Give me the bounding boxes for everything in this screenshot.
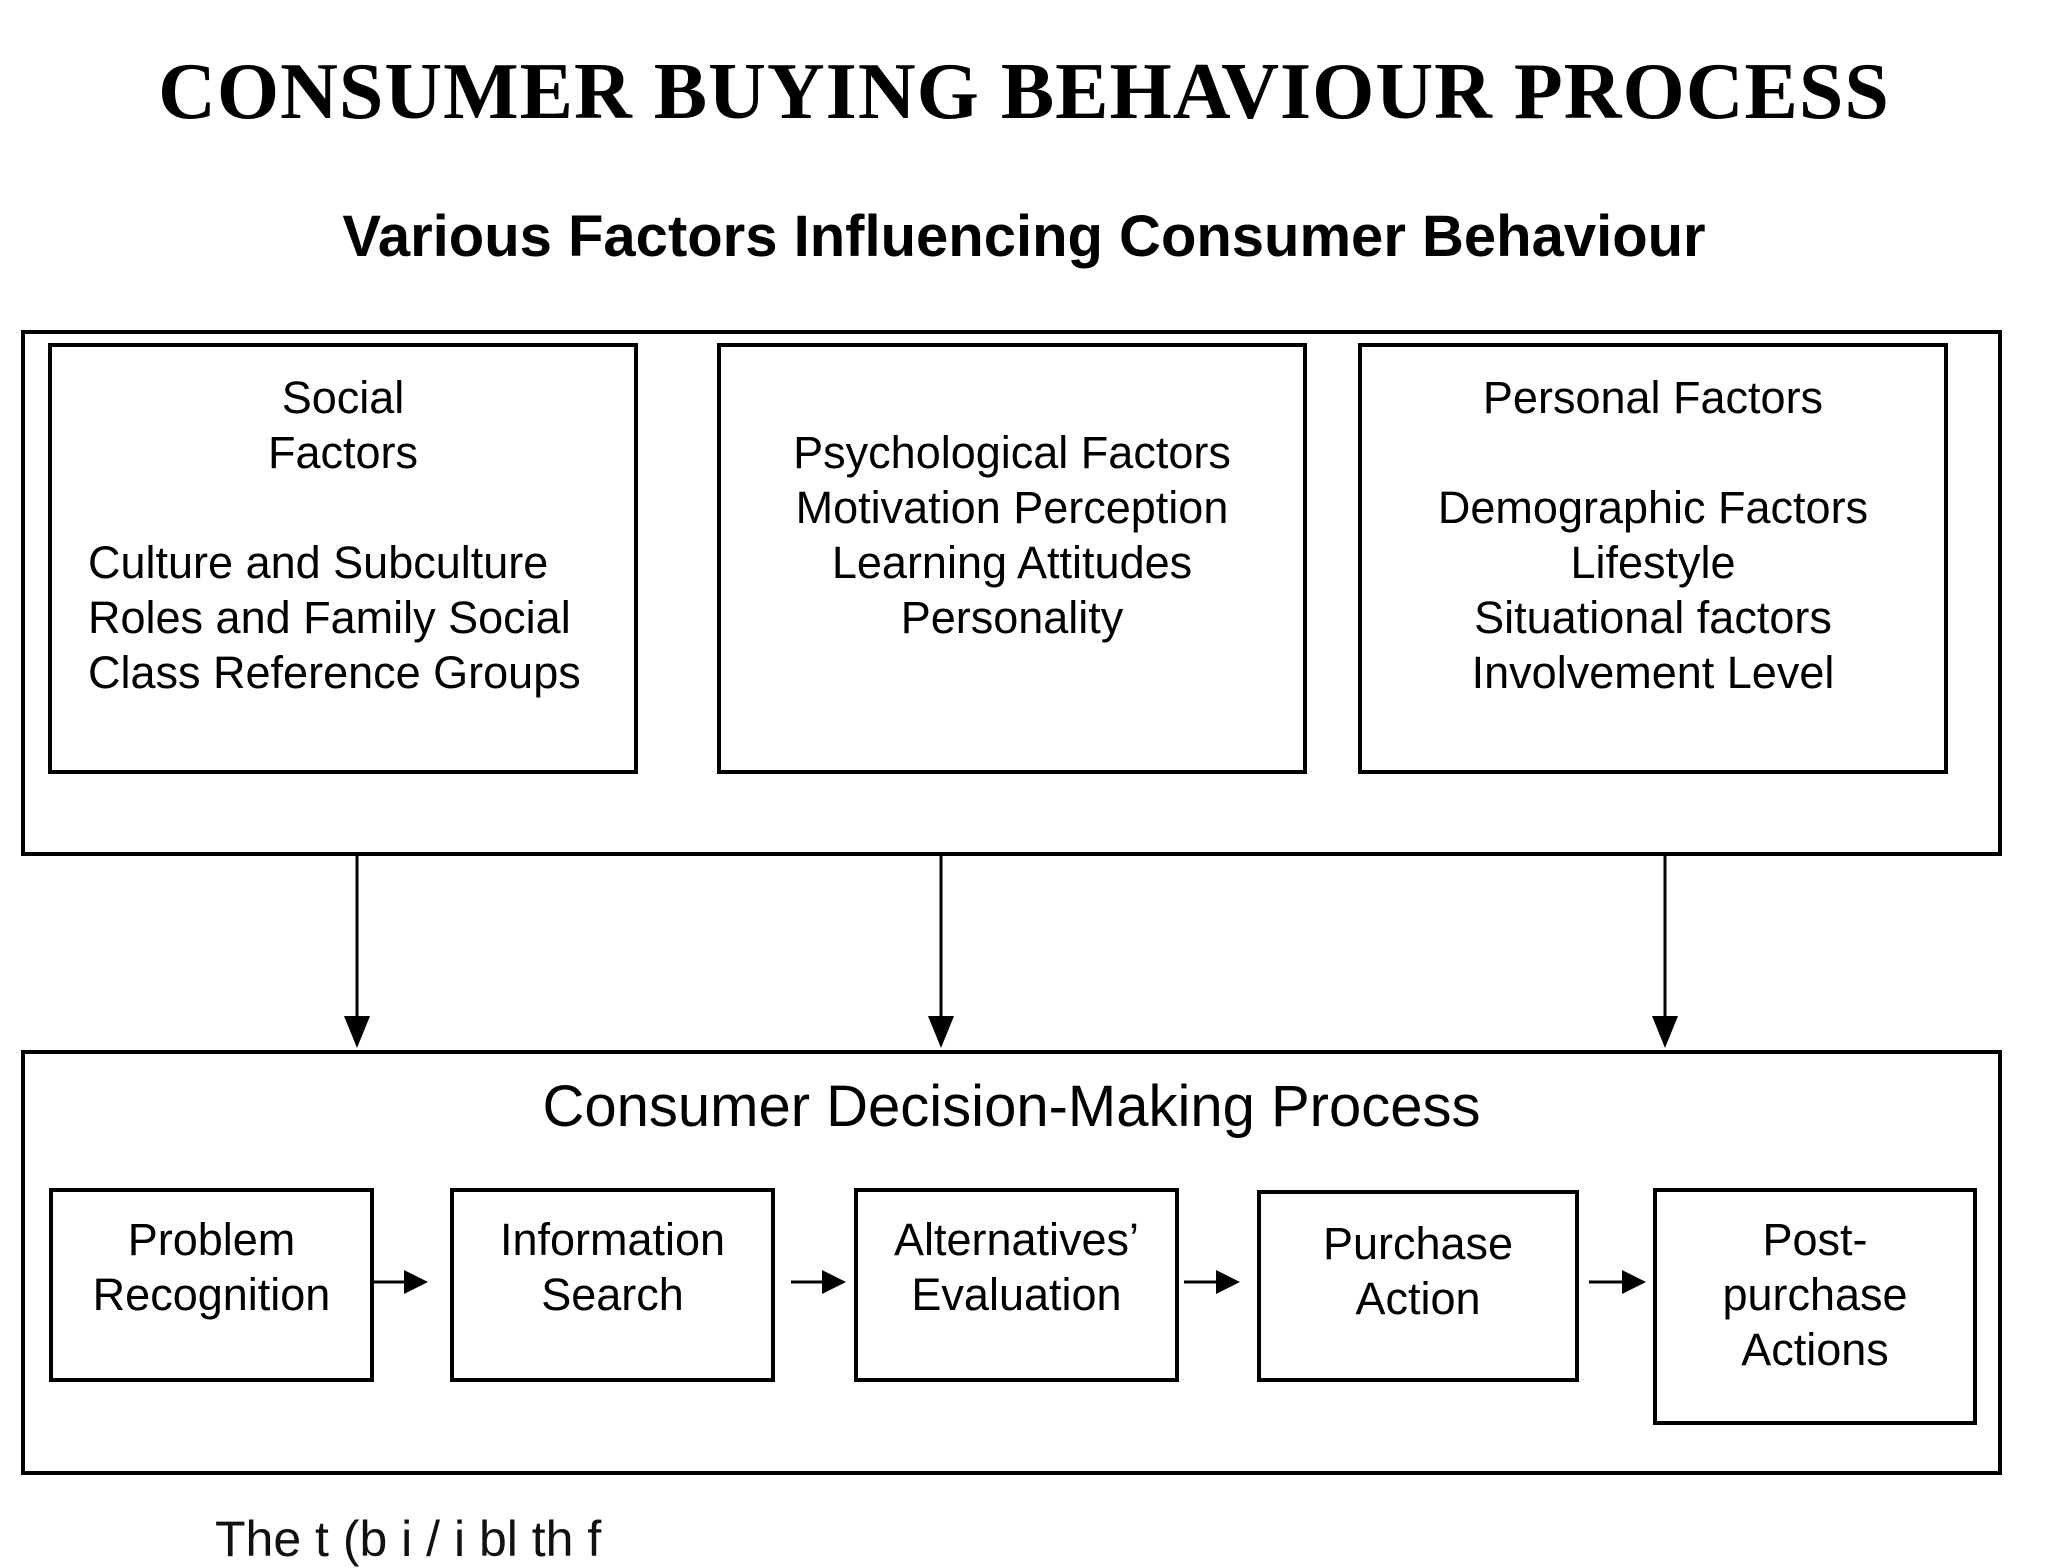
cropped-footer-text: The t (b i / i bl th f <box>215 1511 602 1567</box>
step-label: Action <box>1355 1273 1481 1324</box>
step-label: Search <box>541 1269 684 1320</box>
step-post-purchase-actions: Post- purchase Actions <box>1653 1188 1977 1425</box>
psychological-factors-box: Psychological Factors Motivation Percept… <box>717 343 1307 774</box>
social-factors-heading-1: Social <box>281 372 405 423</box>
step-label: Actions <box>1741 1324 1889 1375</box>
personal-factors-heading: Personal Factors <box>1482 372 1824 423</box>
step-alternatives-evaluation: Alternatives’ Evaluation <box>854 1188 1179 1382</box>
step-label: purchase <box>1722 1269 1908 1320</box>
step-label: Alternatives’ <box>893 1214 1140 1265</box>
personal-factor-line: Situational factors <box>1474 592 1832 643</box>
down-arrow <box>928 856 954 1048</box>
psychological-factor-line: Psychological Factors <box>793 427 1231 478</box>
step-purchase-action: Purchase Action <box>1257 1190 1579 1382</box>
step-label: Purchase <box>1322 1218 1514 1269</box>
step-problem-recognition: Problem Recognition <box>49 1188 374 1382</box>
social-factor-line: Roles and Family Social <box>88 592 571 643</box>
connector-arrows <box>344 856 1678 1294</box>
personal-factors-box: Personal Factors Demographic Factors Lif… <box>1358 343 1948 774</box>
right-arrow <box>791 1270 846 1294</box>
social-factors-box: Social Factors Culture and Subculture Ro… <box>48 343 638 774</box>
social-factors-heading-2: Factors <box>267 427 419 478</box>
social-factor-line: Culture and Subculture <box>88 537 549 588</box>
personal-factor-line: Demographic Factors <box>1437 482 1869 533</box>
step-label: Problem <box>127 1214 296 1265</box>
right-arrow <box>1589 1270 1646 1294</box>
step-label: Information <box>499 1214 726 1265</box>
psychological-factor-line: Personality <box>900 592 1124 643</box>
psychological-factor-line: Motivation Perception <box>795 482 1229 533</box>
social-factor-line: Class Reference Groups <box>88 647 581 698</box>
step-label: Recognition <box>92 1269 331 1320</box>
page-title: CONSUMER BUYING BEHAVIOUR PROCESS <box>158 48 1890 136</box>
right-arrow <box>1184 1270 1240 1294</box>
step-label: Post- <box>1762 1214 1868 1265</box>
personal-factor-line: Involvement Level <box>1471 647 1835 698</box>
right-arrow <box>374 1270 428 1294</box>
down-arrow <box>1652 856 1678 1048</box>
diagram-subtitle: Various Factors Influencing Consumer Beh… <box>342 204 1706 269</box>
step-label: Evaluation <box>911 1269 1122 1320</box>
personal-factor-line: Lifestyle <box>1570 537 1736 588</box>
step-information-search: Information Search <box>450 1188 775 1382</box>
down-arrow <box>344 856 370 1048</box>
psychological-factor-line: Learning Attitudes <box>831 537 1193 588</box>
process-title: Consumer Decision-Making Process <box>542 1074 1481 1139</box>
